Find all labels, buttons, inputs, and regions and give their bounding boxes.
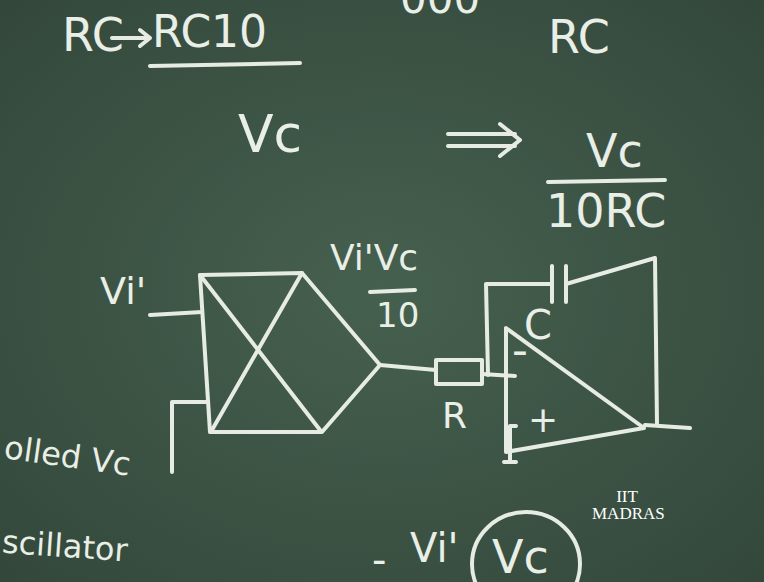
input-wire xyxy=(150,312,202,315)
capacitor-feedback xyxy=(486,258,657,425)
resistor-symbol xyxy=(436,360,482,384)
wire xyxy=(380,365,436,370)
control-wire xyxy=(172,402,206,472)
chalk-label: scillator xyxy=(1,526,129,567)
implies-arrow xyxy=(448,124,520,156)
chalk-label: Vi'Vc xyxy=(330,240,418,276)
node-text: Vc xyxy=(492,534,549,580)
outline xyxy=(506,328,644,452)
outline xyxy=(472,512,580,582)
circled-term: Vc xyxy=(468,508,584,582)
chalk-label: 10 xyxy=(376,298,419,332)
chalk-label: Vc xyxy=(238,108,302,160)
multiplier-cross xyxy=(200,273,320,430)
chalk-label: RC xyxy=(548,14,610,60)
op-amp: -+ xyxy=(500,322,648,458)
chalk-label: IIT MADRAS xyxy=(592,488,662,522)
node-text: + xyxy=(528,402,558,438)
node-text: - xyxy=(512,328,528,372)
chalk-label: R xyxy=(442,398,467,434)
underline xyxy=(150,63,300,66)
fraction-line xyxy=(370,290,415,292)
chalk-label: 10RC xyxy=(546,188,666,234)
fraction-line xyxy=(548,180,665,182)
chalk-label: - xyxy=(372,540,386,580)
chalk-label: RC10 xyxy=(152,10,267,54)
chalk-label: Vi' xyxy=(100,272,146,310)
chalk-label: 000 xyxy=(400,0,480,20)
chalk-label: RC xyxy=(62,12,124,58)
chalk-label: Vi' xyxy=(410,528,459,568)
chalk-label: C xyxy=(524,305,552,345)
chalk-label: Vc xyxy=(586,128,643,174)
multiplier-symbol xyxy=(200,273,380,432)
output-wire xyxy=(645,425,690,428)
